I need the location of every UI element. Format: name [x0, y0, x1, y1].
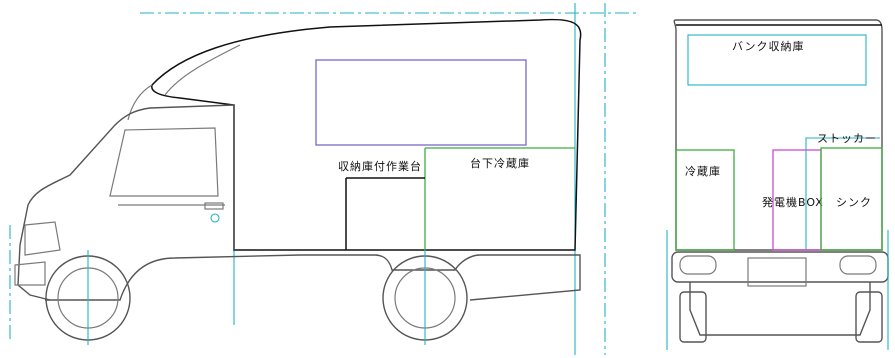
rear-tire-left	[679, 291, 707, 343]
label-fridge: 冷蔵庫	[685, 164, 721, 178]
camper-shell	[151, 18, 582, 251]
fridge-box	[675, 149, 735, 251]
chassis-line	[45, 254, 581, 301]
label-storage-workbench: 収納庫付作業台	[338, 159, 422, 173]
rear-tire-right	[855, 291, 883, 343]
label-generator-box: 発電機BOX	[762, 195, 824, 209]
door-mirror-mount	[204, 202, 224, 210]
overcab-inner-line	[164, 44, 241, 96]
sink-box	[820, 147, 883, 251]
bunk-storage-side	[315, 59, 527, 146]
stocker-box	[805, 137, 880, 250]
label-stocker: ストッカー	[817, 132, 877, 145]
overcab-nose	[127, 84, 153, 121]
license-plate	[747, 257, 807, 287]
cab-outline	[17, 104, 235, 301]
rear-light-right	[839, 255, 877, 275]
side-view: 収納庫付作業台 台下冷蔵庫	[9, 3, 640, 355]
label-bunk-storage: バンク収納庫	[732, 39, 805, 53]
headlight	[24, 221, 61, 256]
door-handle	[210, 213, 220, 223]
cab-window	[109, 127, 219, 197]
bunk-storage-rear	[687, 34, 867, 86]
label-under-fridge: 台下冷蔵庫	[470, 156, 530, 170]
rear-view: バンク収納庫 ストッカー 冷蔵庫 発電機BOX シンク	[666, 19, 889, 350]
front-bumper	[14, 261, 46, 286]
rear-light-left	[679, 255, 717, 275]
rear-axle-housing	[689, 282, 871, 336]
label-sink: シンク	[836, 196, 872, 209]
